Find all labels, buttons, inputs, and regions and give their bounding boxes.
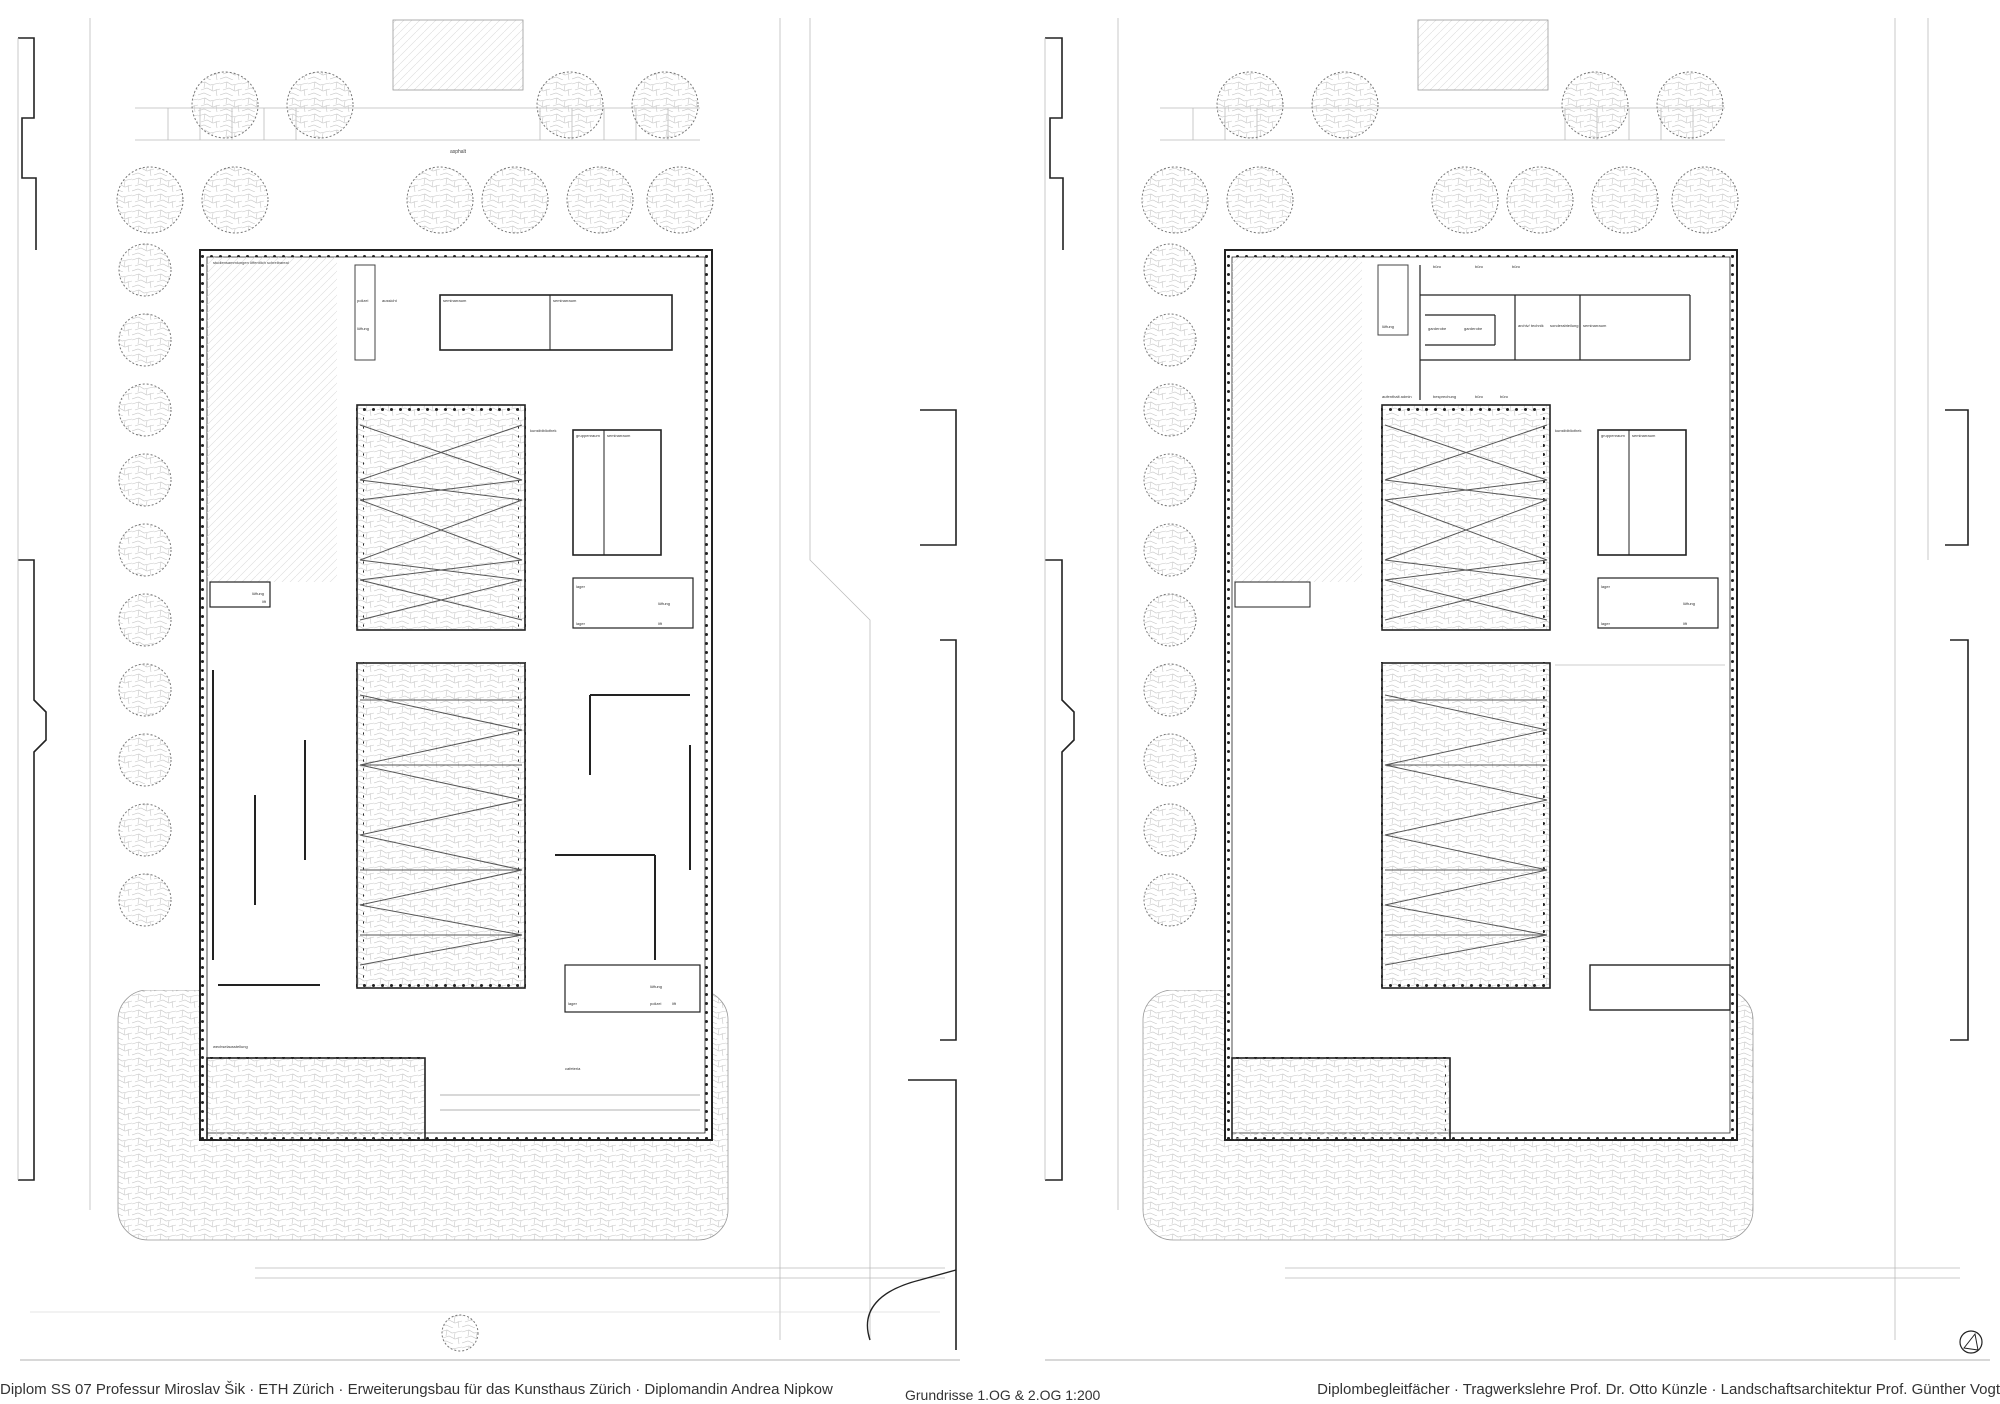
r-sonderabteilung: sonderabteilung <box>1550 323 1578 328</box>
room-lueftung-n: lüftung <box>357 326 369 331</box>
north-arrow-icon <box>1959 1330 1983 1354</box>
r-besprechung: besprechung <box>1433 394 1456 399</box>
plan-2og: lüftung büro büro büro garderobe gardero… <box>1044 18 1990 1361</box>
r-garderobe-2: garderobe <box>1464 326 1483 331</box>
footer-left-credits: Diplom SS 07 Professur Miroslav Šik · ET… <box>0 1381 833 1398</box>
footer-right-credits: Diplombegleitfächer · Tragwerkslehre Pro… <box>1317 1381 2000 1398</box>
r-buero-5: büro <box>1500 394 1509 399</box>
room-gruppenraum: gruppenraum <box>576 433 600 438</box>
r-kunstbibliothek: kunstbibliothek <box>1555 428 1581 433</box>
room-polizei-se: polizei <box>650 1001 661 1006</box>
footer-plan-title: Grundrisse 1.OG & 2.OG 1:200 <box>905 1387 1101 1403</box>
garden-label: studiensammlungen öffentlich schreibarea… <box>213 260 289 265</box>
room-lift-east: lift <box>658 621 663 626</box>
r-lueftung-b: lüftung <box>1683 601 1695 606</box>
r-lager-b: lager <box>1601 621 1611 626</box>
room-lueftung-se: lüftung <box>650 984 662 989</box>
room-seminar-a: seminarraum <box>443 298 467 303</box>
room-seminar-b: seminarraum <box>553 298 577 303</box>
room-lift-se: lift <box>672 1001 677 1006</box>
r-aufenthalt: aufenthalt admin <box>1382 394 1412 399</box>
room-cafeteria: cafeteria <box>565 1066 581 1071</box>
r-lager-a: lager <box>1601 584 1611 589</box>
r-garderobe-1: garderobe <box>1428 326 1447 331</box>
plan-1og: asphalt studiensammlungen öffentlich sch… <box>17 18 960 1361</box>
room-lager-a: lager <box>576 584 586 589</box>
tree-row-2og <box>1141 71 1739 927</box>
tree-row <box>116 71 714 1352</box>
r-lueftung: lüftung <box>1382 324 1394 329</box>
room-aussicht: aussicht <box>382 298 398 303</box>
room-lueftung-east: lüftung <box>658 601 670 606</box>
room-kunstbibliothek: kunstbibliothek <box>530 428 556 433</box>
r-buero-1: büro <box>1433 264 1442 269</box>
room-seminar-c: seminarraum <box>607 433 631 438</box>
room-lager-c: lager <box>568 1001 578 1006</box>
r-seminar-2: seminarraum <box>1632 433 1656 438</box>
room-lueftung-mid: lüftung <box>252 591 264 596</box>
room-lager-b: lager <box>576 621 586 626</box>
r-lift: lift <box>1683 621 1688 626</box>
street-label: asphalt <box>450 149 467 155</box>
r-buero-4: büro <box>1475 394 1484 399</box>
r-gruppenraum: gruppenraum <box>1601 433 1625 438</box>
r-archiv: archiv/ technik <box>1518 323 1544 328</box>
room-polizei: polizei <box>357 298 368 303</box>
r-seminar: seminarraum <box>1583 323 1607 328</box>
room-lift-mid: lift <box>262 599 267 604</box>
room-wechsel: wechselausstellung <box>213 1044 248 1049</box>
r-buero-3: büro <box>1512 264 1521 269</box>
r-buero-2: büro <box>1475 264 1484 269</box>
